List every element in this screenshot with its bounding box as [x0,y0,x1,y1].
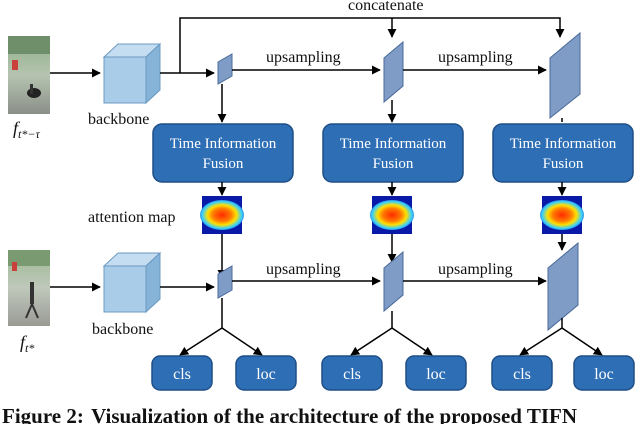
upsampling-label-bottom-2: upsampling [438,261,513,278]
feature-map-bottom-2 [383,250,404,313]
loc-head-1: loc [235,355,297,391]
tif-1-line2: Fusion [203,156,244,172]
svg-text:cls: cls [513,366,531,383]
tif-3-line1: Time Information [510,136,617,152]
feature-map-top-1 [217,53,233,85]
svg-text:loc: loc [256,366,276,383]
svg-text:cls: cls [173,366,191,383]
backbone-label-bottom: backbone [92,321,153,338]
svg-text:cls: cls [343,366,361,383]
upsampling-label-top-2: upsampling [438,49,513,66]
loc-head-2: loc [405,355,467,391]
svg-text:loc: loc [594,366,614,383]
tif-1-line1: Time Information [170,136,277,152]
attention-map-2 [370,196,414,234]
tif-3-line2: Fusion [543,156,584,172]
cls-head-1: cls [151,355,213,391]
loc-head-3: loc [573,355,635,391]
tif-box-1: Time Information Fusion [152,123,294,183]
feature-map-top-3 [549,31,581,120]
frame-label-bottom: ft* [20,332,34,355]
upsampling-label-top-1: upsampling [266,49,341,66]
input-frame-bottom [8,250,50,326]
attention-map-3 [540,196,584,234]
svg-text:loc: loc [426,366,446,383]
cls-head-3: cls [491,355,553,391]
figure-caption: Figure 2: Visualization of the architect… [0,404,640,424]
tif-box-2: Time Information Fusion [322,123,464,183]
backbone-label-top: backbone [88,111,149,128]
input-frame-top [8,36,50,114]
frame-label-top: ft*−τ [13,118,40,141]
backbone-cube-top [102,42,162,105]
tif-2-line1: Time Information [340,136,447,152]
attention-map-1 [200,196,244,234]
feature-map-bottom-1 [217,265,233,299]
tif-box-3: Time Information Fusion [492,123,634,183]
caption-text: Visualization of the architecture of the… [91,404,578,424]
tif-2-line2: Fusion [373,156,414,172]
cls-head-2: cls [321,355,383,391]
caption-prefix: Figure 2: [2,404,84,424]
feature-map-top-2 [383,40,404,104]
concatenate-line [179,17,565,73]
attention-map-label: attention map [88,209,176,226]
head-branches [179,298,603,356]
feature-map-bottom-3 [547,241,579,332]
upsampling-label-bottom-1: upsampling [266,261,341,278]
backbone-cube-bottom [102,251,162,314]
concatenate-label: concatenate [348,0,424,14]
